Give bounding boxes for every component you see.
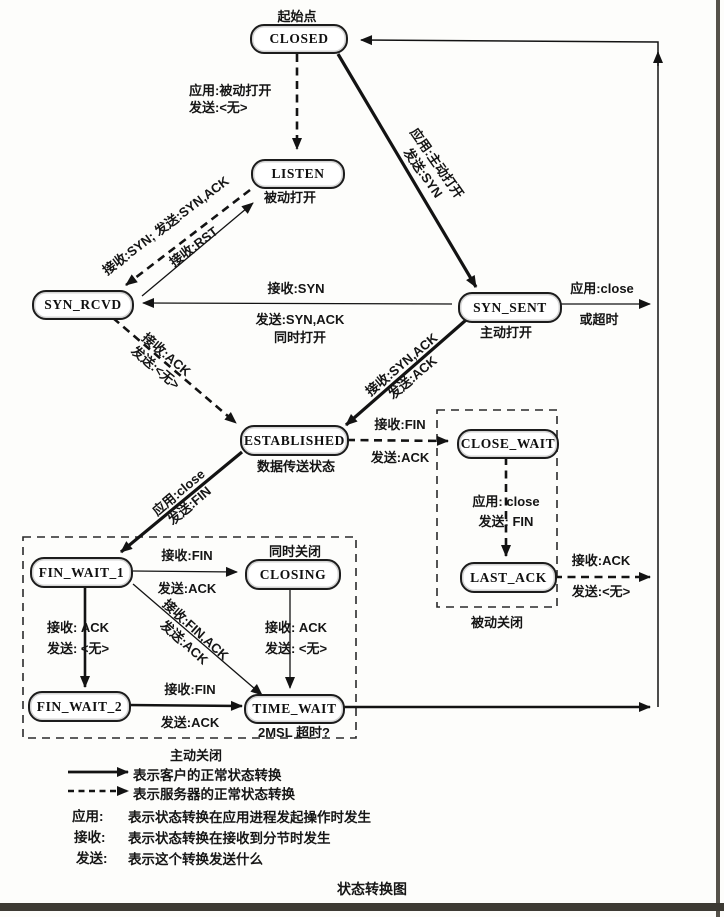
edge-label-est-closewait-recv: 接收:FIN	[374, 417, 426, 432]
state-node-established: ESTABLISHED	[240, 425, 349, 456]
edge-label-line: 发送: <无>	[264, 641, 328, 656]
edge-label-synsent-synrcvd-note: 同时打开	[273, 330, 327, 345]
edge-label-line: 发送: <无>	[46, 641, 110, 656]
state-node-syn-sent: SYN_SENT	[458, 292, 562, 323]
legend-desc-send: 表示这个转换发送什么	[128, 852, 263, 867]
state-node-closing: CLOSING	[245, 559, 341, 590]
edge-label-finwait1-closing-recv: 接收:FIN	[161, 548, 213, 563]
edge-label-synsent-return-app: 应用:close	[570, 281, 634, 296]
scan-border-right	[716, 0, 720, 917]
scan-border-bottom	[0, 903, 724, 911]
state-node-fin-wait-2: FIN_WAIT_2	[28, 691, 131, 722]
edge-label-finwait2-timewait-send: 发送:ACK	[160, 715, 220, 730]
state-node-time-wait: TIME_WAIT	[244, 694, 345, 724]
edge-synsent-established	[344, 318, 468, 427]
edge-established-finwait1	[119, 450, 244, 554]
state-node-closed: CLOSED	[250, 24, 348, 54]
edge-label-synsent-synrcvd-recv: 接收:SYN	[267, 281, 325, 296]
edge-synsent-synrcvd	[142, 298, 453, 309]
time-wait-note: 2MSL 超时?	[258, 725, 330, 740]
established-note: 数据传送状态	[256, 459, 336, 474]
legend-key-app: 应用:	[72, 809, 104, 824]
edge-label-lastack-return-recv: 接收:ACK	[571, 553, 631, 568]
return-line-to-closed	[360, 35, 659, 707]
edge-finwait1-closing	[132, 566, 238, 577]
edge-label-finwait1-closing-send: 发送:ACK	[157, 581, 217, 596]
active-close-group-label: 主动关闭	[169, 748, 223, 763]
edge-label-line: 接收: ACK	[46, 620, 110, 635]
edge-closed-synsent	[336, 53, 478, 288]
edge-label-closing-timewait: 接收: ACK 发送: <无>	[265, 617, 327, 659]
edge-label-lastack-return-send: 发送:<无>	[571, 584, 631, 599]
edge-label-line: 应用: close	[472, 494, 540, 509]
edge-label-line: 应用:被动打开	[189, 83, 272, 98]
edge-label-closewait-lastack: 应用: close 发送: FIN	[472, 492, 539, 532]
active-close-group-box	[22, 536, 357, 739]
listen-note: 被动打开	[263, 190, 317, 205]
edge-label-synsent-return-timeout: 或超时	[579, 312, 619, 327]
edge-label-closed-listen: 应用:被动打开 发送:<无>	[189, 82, 271, 116]
edge-label-line: 发送:<无>	[189, 100, 248, 115]
edge-finwait1-timewait	[132, 583, 263, 696]
edge-label-line: 发送: FIN	[478, 514, 534, 529]
edge-label-synsent-synrcvd-send: 发送:SYN,ACK	[255, 312, 345, 327]
edge-established-closewait	[346, 435, 449, 446]
start-point-note: 起始点	[277, 9, 317, 24]
legend-desc-recv: 表示状态转换在接收到分节时发生	[128, 831, 331, 846]
state-node-fin-wait-1: FIN_WAIT_1	[30, 557, 133, 588]
syn-sent-note: 主动打开	[479, 325, 533, 340]
diagram-caption: 状态转换图	[337, 881, 407, 897]
state-node-last-ack: LAST_ACK	[460, 562, 557, 593]
legend-solid-label: 表示客户的正常状态转换	[133, 768, 282, 783]
legend-key-send: 发送:	[76, 851, 108, 866]
passive-close-group-box	[436, 409, 558, 608]
state-node-syn-rcvd: SYN_RCVD	[32, 290, 134, 320]
passive-close-group-label: 被动关闭	[470, 615, 524, 630]
edge-label-line: 接收: ACK	[264, 620, 328, 635]
closing-note: 同时关闭	[268, 544, 322, 559]
edge-label-est-closewait-send: 发送:ACK	[370, 450, 430, 465]
edge-label-finwait1-finwait2: 接收: ACK 发送: <无>	[47, 617, 109, 659]
edge-finwait2-timewait	[126, 700, 243, 711]
edge-label-finwait2-timewait-recv: 接收:FIN	[164, 682, 216, 697]
state-node-listen: LISTEN	[251, 159, 345, 189]
legend-dashed-label: 表示服务器的正常状态转换	[133, 787, 295, 802]
legend-key-recv: 接收:	[74, 830, 106, 845]
state-node-close-wait: CLOSE_WAIT	[457, 429, 559, 459]
legend-desc-app: 表示状态转换在应用进程发起操作时发生	[128, 810, 371, 825]
edge-synrcvd-listen	[141, 202, 254, 297]
